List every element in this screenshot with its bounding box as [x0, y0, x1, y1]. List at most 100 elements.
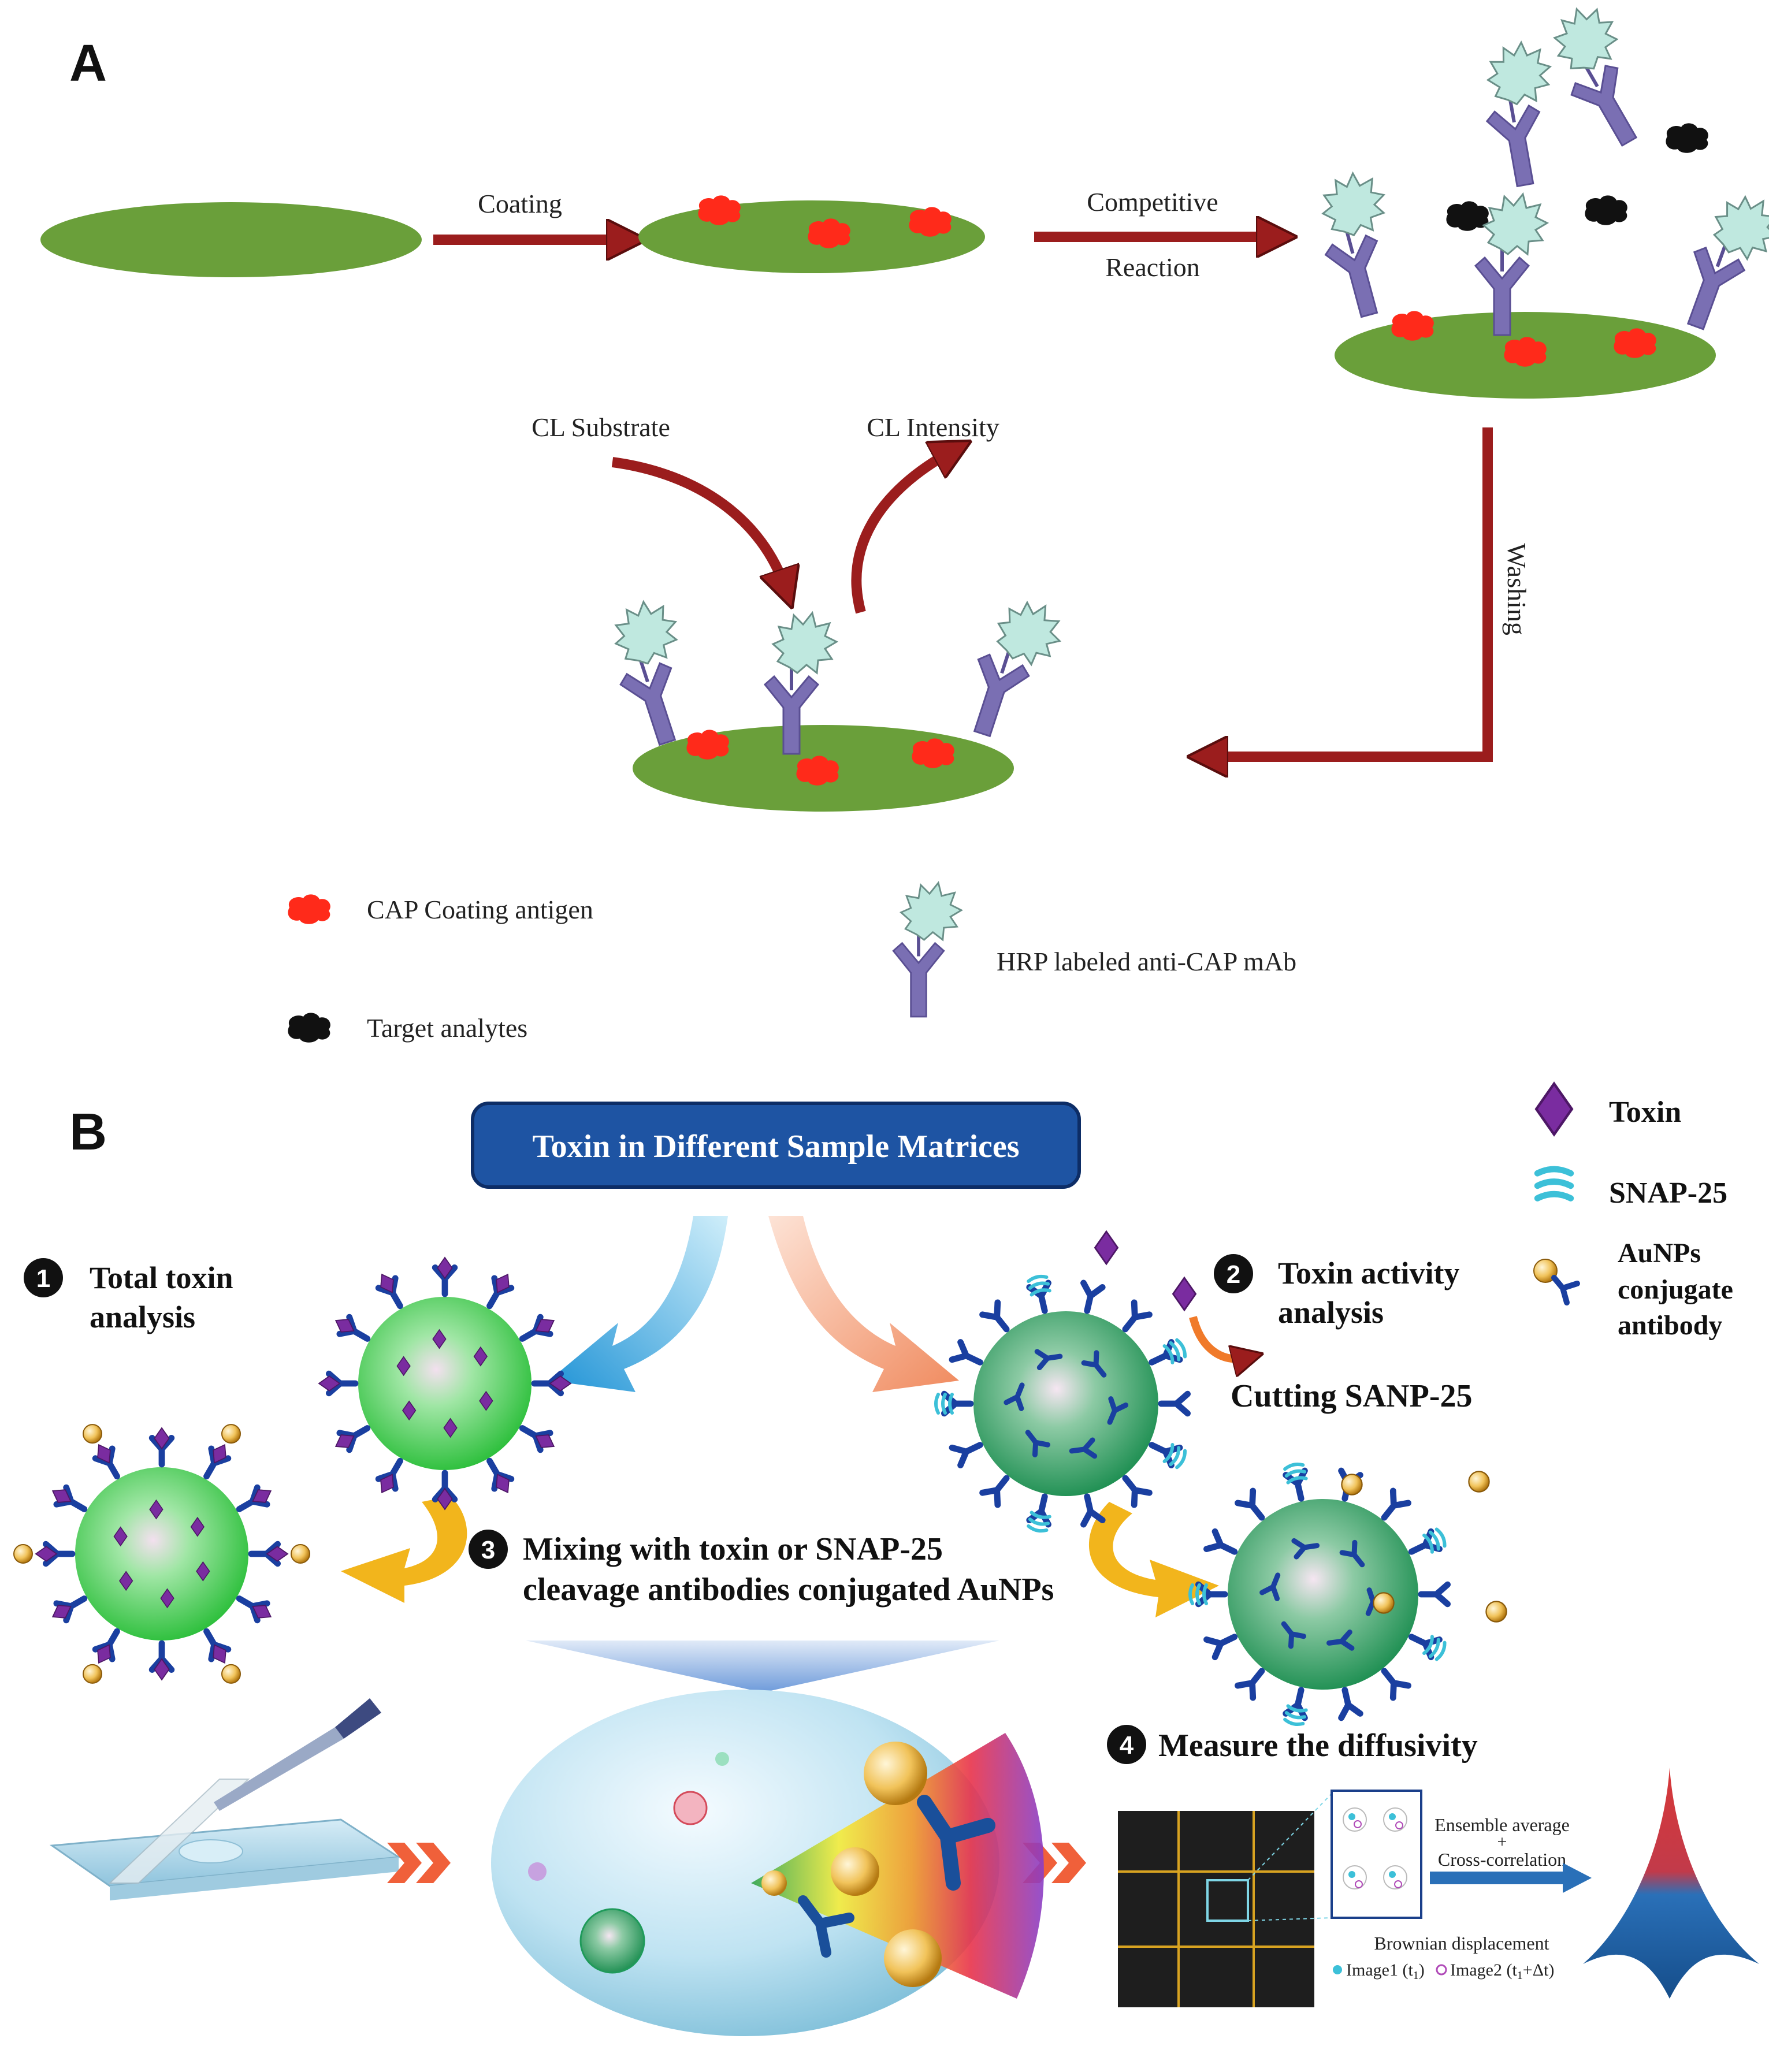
- cl-substrate-label: CL Substrate: [532, 412, 670, 442]
- washing-arrow: [1207, 427, 1493, 757]
- gold-nanoparticle-icon: [83, 1424, 102, 1444]
- spectrum-fan: [751, 1733, 1044, 1999]
- step1-badge: [24, 1258, 63, 1297]
- surface-antibody-icon: [983, 1303, 1014, 1336]
- image1-label: Image1 (t1): [1346, 1961, 1425, 1982]
- analyte-blob: [1446, 201, 1489, 231]
- bound-toxin-icon: [1094, 1230, 1118, 1265]
- surface-antibody-icon: [1077, 1494, 1102, 1524]
- snap25-icon: [1537, 1169, 1571, 1198]
- washing-label: Washing: [1502, 543, 1532, 635]
- surface-antibody-icon: [1377, 1491, 1408, 1524]
- cl-substrate-arrow: [611, 457, 786, 589]
- image2-marker: [1436, 1964, 1447, 1976]
- surface-antibody-icon: [1077, 1283, 1102, 1313]
- pipette: [214, 1698, 381, 1811]
- cross-correlation-label: Cross-correlation: [1438, 1849, 1566, 1870]
- legend-antibody-icon: [893, 883, 961, 1017]
- legend-toxin: Toxin: [1609, 1096, 1681, 1129]
- analysis-arrow: [1430, 1863, 1592, 1893]
- step4-badge: [1107, 1725, 1146, 1764]
- legend-aunp-line3: antibody: [1618, 1310, 1722, 1341]
- surface-antibody-icon: [1118, 1472, 1150, 1505]
- panel-b: B Toxin in Different Sample Matrices Tox…: [24, 1084, 1759, 2036]
- mixing-funnel: [526, 1641, 999, 1692]
- antigen-blob: [909, 207, 952, 237]
- surface-antibody-icon: [952, 1436, 984, 1465]
- surface-antibody-icon: [1161, 1394, 1188, 1413]
- surface-antibody-icon: [1118, 1303, 1150, 1336]
- step4-number: 4: [1120, 1731, 1134, 1759]
- hrp-antibody: [1307, 167, 1413, 322]
- step4-label: Measure the diffusivity: [1158, 1728, 1478, 1764]
- bound-toxin-icon: [1172, 1277, 1197, 1311]
- chevrons-left: [387, 1843, 451, 1883]
- panel-a-label: A: [69, 35, 107, 92]
- yellow-arrow-left: [341, 1496, 467, 1603]
- legend-aunp-line2: conjugate: [1618, 1274, 1733, 1305]
- toxin-icon: [1536, 1084, 1572, 1134]
- panel-a: A Coating Competitive Reaction: [40, 0, 1769, 1043]
- microscopy-image: [1118, 1793, 1332, 2007]
- surface-antibody-icon: [1206, 1628, 1239, 1657]
- legend-analyte-icon: [288, 1013, 330, 1043]
- gold-nanoparticle-icon: [1341, 1474, 1363, 1496]
- hrp-antibody: [1474, 38, 1569, 189]
- bare-plate: [40, 202, 422, 277]
- cutting-label: Cutting SANP-25: [1231, 1378, 1472, 1414]
- zoom-box: [1331, 1790, 1422, 1919]
- antigen-blob: [698, 195, 741, 225]
- coating-label: Coating: [478, 189, 562, 218]
- image1-marker: [1333, 1965, 1342, 1974]
- surface-antibody-icon: [1237, 1665, 1269, 1698]
- image2-label: Image2 (t1+Δt): [1450, 1961, 1554, 1982]
- hrp-antibody: [1671, 185, 1769, 342]
- step3-line2: cleavage antibodies conjugated AuNPs: [523, 1572, 1054, 1608]
- title-box: [471, 1102, 1081, 1189]
- surface-antibody-icon: [1206, 1531, 1239, 1560]
- gold-nanoparticle-icon: [13, 1544, 33, 1564]
- blue-branch-arrow: [549, 1216, 728, 1392]
- step3-line1: Mixing with toxin or SNAP-25: [523, 1531, 943, 1567]
- surface-antibody-icon: [1335, 1688, 1360, 1718]
- toxin-bound-sphere: [358, 1297, 532, 1470]
- gold-nanoparticle-icon: [1468, 1471, 1490, 1493]
- legend-snap25: SNAP-25: [1609, 1177, 1727, 1210]
- sample-slide: [49, 1779, 402, 1900]
- cl-intensity-arrow: [851, 451, 953, 614]
- cutting-arrow: [1189, 1316, 1248, 1359]
- surface-antibody-icon: [983, 1472, 1014, 1505]
- step1-line1: Total toxin: [90, 1260, 233, 1295]
- step1-line2: analysis: [90, 1300, 195, 1334]
- competitive-label: Competitive: [1087, 187, 1218, 217]
- surface-antibody-icon: [1237, 1491, 1269, 1524]
- legend-hrp-antibody: HRP labeled anti-CAP mAb: [997, 947, 1296, 976]
- plus-label: +: [1497, 1832, 1507, 1851]
- reaction-label: Reaction: [1105, 252, 1200, 282]
- analyte-blob: [1666, 123, 1708, 153]
- panel-b-title: Toxin in Different Sample Matrices: [532, 1129, 1019, 1165]
- antigen-blob: [1391, 311, 1434, 341]
- yellow-arrow-right: [1088, 1502, 1219, 1617]
- step2-number: 2: [1227, 1260, 1240, 1289]
- hrp-antibody: [957, 592, 1068, 747]
- surface-antibody-icon: [1377, 1665, 1408, 1698]
- sample-droplet: [491, 1690, 1044, 2036]
- legend-antigen-icon: [288, 894, 330, 924]
- activity-sphere: [973, 1311, 1158, 1496]
- step2-badge: [1214, 1254, 1253, 1293]
- step2-line1: Toxin activity: [1278, 1256, 1460, 1290]
- surface-antibody-icon: [1421, 1584, 1448, 1604]
- legend-aunp-line1: AuNPs: [1618, 1238, 1701, 1269]
- analyte-blob: [1585, 195, 1627, 225]
- diffusivity-peak: [1583, 1768, 1759, 1999]
- gold-nanoparticle-icon: [83, 1664, 102, 1684]
- gold-nanoparticle-icon: [221, 1424, 241, 1444]
- gold-nanoparticle-icon: [1485, 1601, 1507, 1623]
- gold-nanoparticle-icon: [291, 1544, 310, 1564]
- cleaved-sphere: [1228, 1499, 1418, 1690]
- brownian-label: Brownian displacement: [1374, 1933, 1549, 1954]
- orange-branch-arrow: [768, 1216, 959, 1392]
- aunp-antibody-icon: [1533, 1259, 1580, 1305]
- hrp-antibody: [1536, 0, 1668, 155]
